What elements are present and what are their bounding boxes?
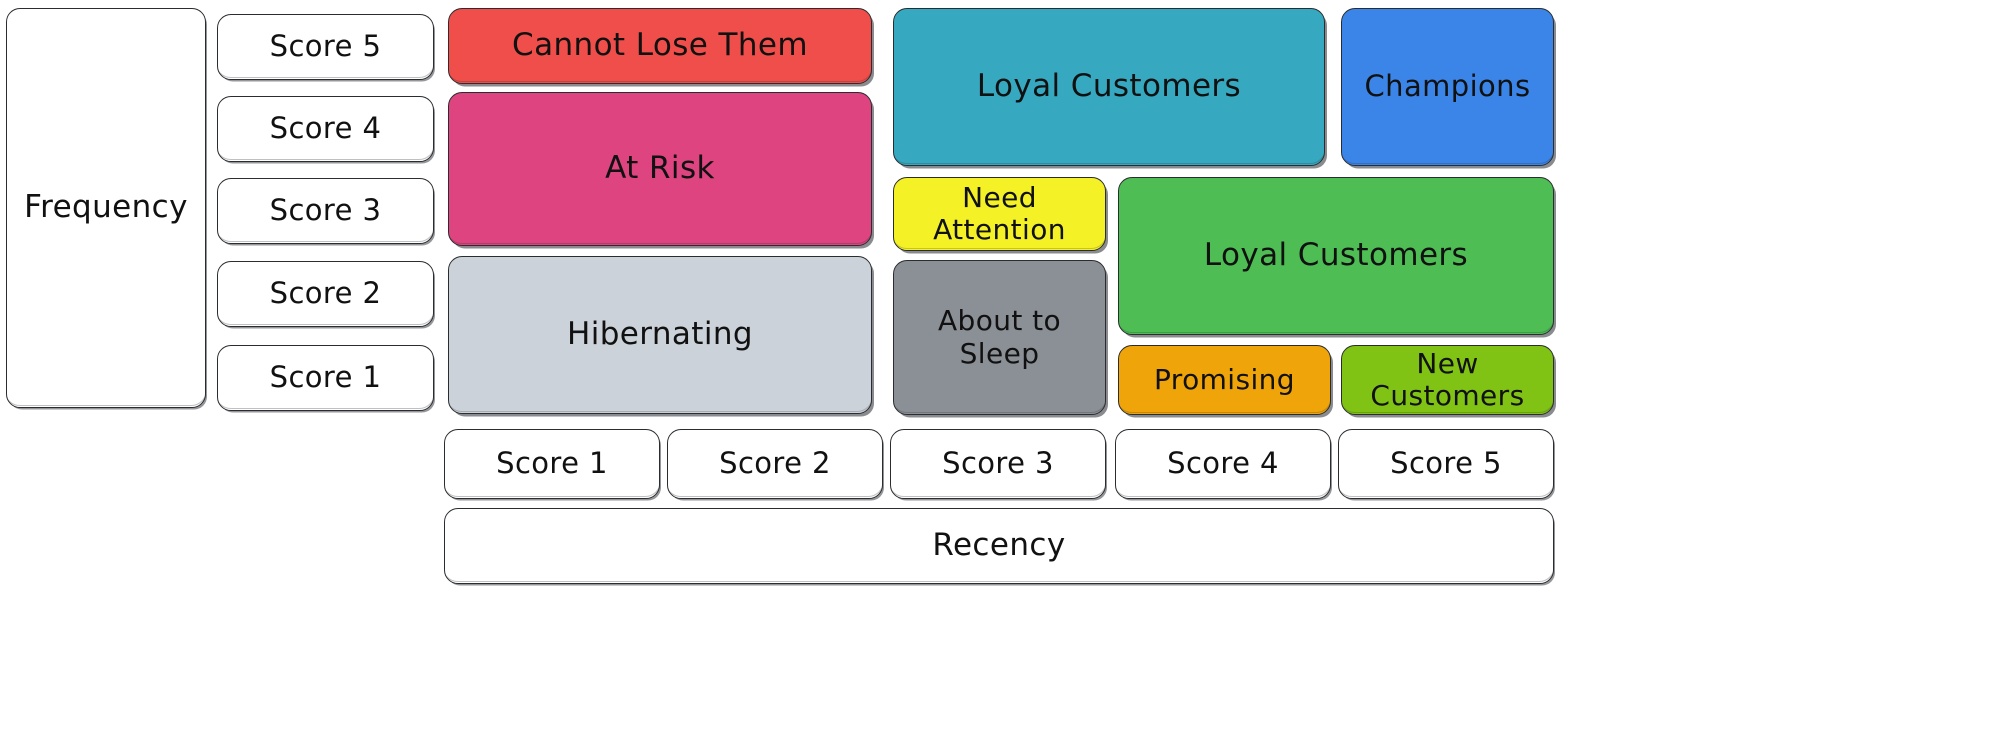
frequency-score-4[interactable]: Score 4 xyxy=(217,96,434,162)
segment-need-attention[interactable]: Need Attention xyxy=(893,177,1106,251)
frequency-score-3[interactable]: Score 3 xyxy=(217,178,434,244)
recency-score-3[interactable]: Score 3 xyxy=(890,429,1106,499)
segment-cannot-lose-them[interactable]: Cannot Lose Them xyxy=(448,8,872,84)
segment-loyal-customers-teal[interactable]: Loyal Customers xyxy=(893,8,1325,166)
segment-about-to-sleep[interactable]: About to Sleep xyxy=(893,260,1106,415)
recency-score-4[interactable]: Score 4 xyxy=(1115,429,1331,499)
axis-label-recency: Recency xyxy=(444,508,1554,584)
segment-promising[interactable]: Promising xyxy=(1118,345,1331,415)
frequency-score-5[interactable]: Score 5 xyxy=(217,14,434,80)
segment-loyal-customers-green[interactable]: Loyal Customers xyxy=(1118,177,1554,335)
recency-score-5[interactable]: Score 5 xyxy=(1338,429,1554,499)
frequency-axis-text: Frequency xyxy=(24,189,188,226)
segment-new-customers[interactable]: New Customers xyxy=(1341,345,1554,415)
recency-score-2[interactable]: Score 2 xyxy=(667,429,883,499)
recency-score-1[interactable]: Score 1 xyxy=(444,429,660,499)
segment-hibernating[interactable]: Hibernating xyxy=(448,256,872,414)
segment-at-risk[interactable]: At Risk xyxy=(448,92,872,246)
segment-champions[interactable]: Champions xyxy=(1341,8,1554,166)
frequency-score-2[interactable]: Score 2 xyxy=(217,261,434,327)
axis-label-frequency: Frequency xyxy=(6,8,206,408)
frequency-score-1[interactable]: Score 1 xyxy=(217,345,434,411)
recency-axis-text: Recency xyxy=(932,527,1066,564)
